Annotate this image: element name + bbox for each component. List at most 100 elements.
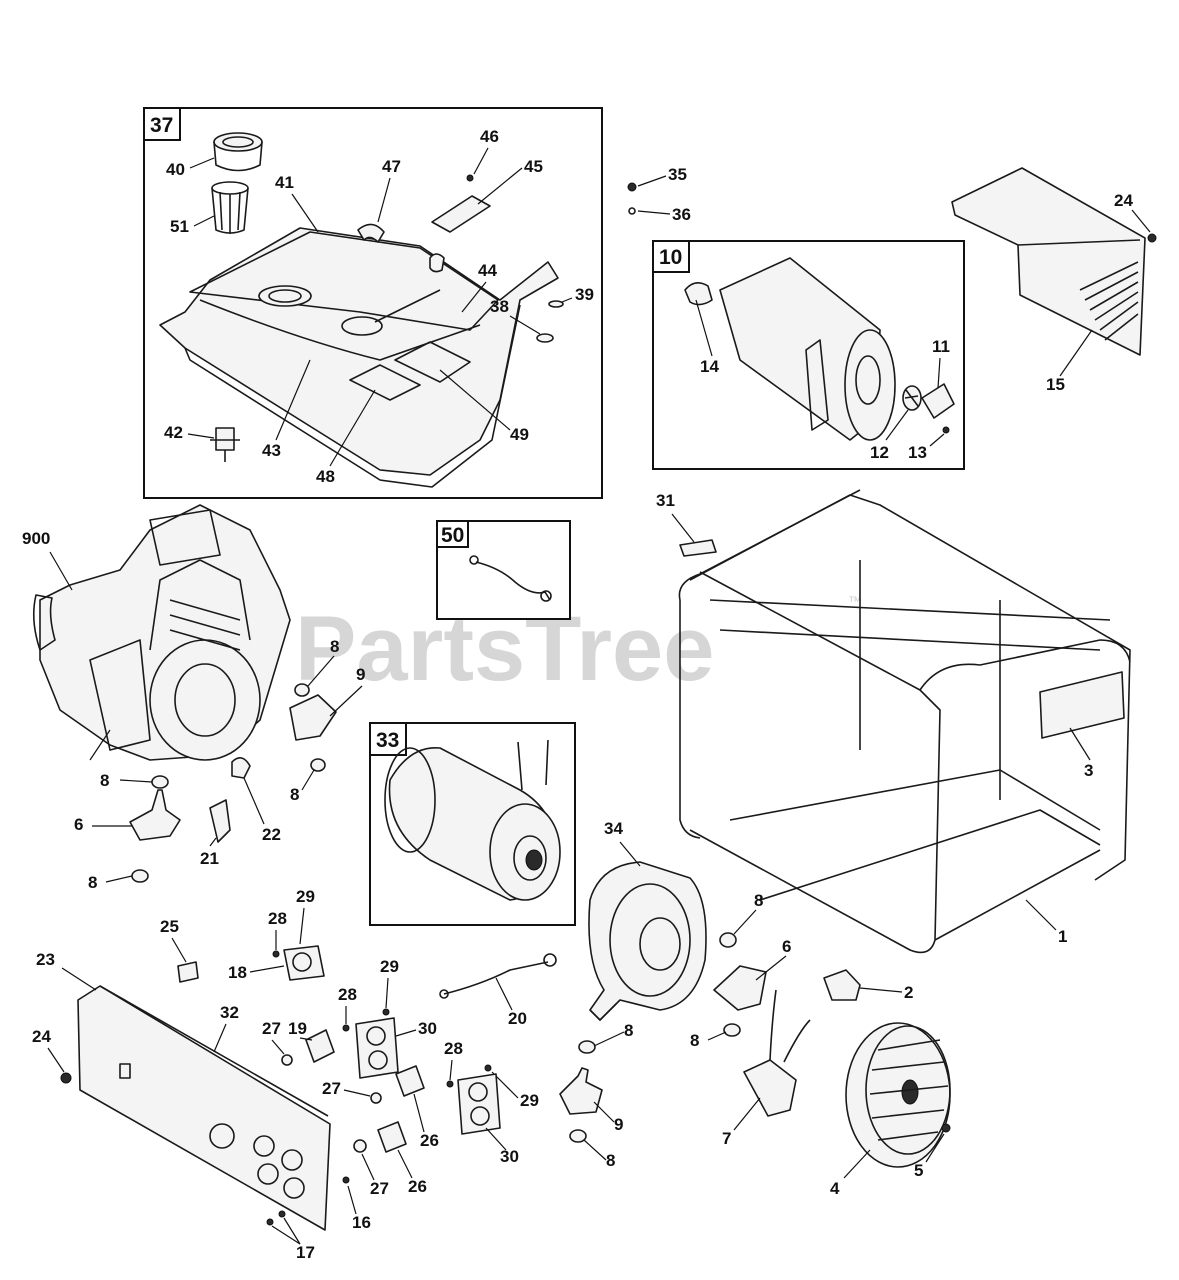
callout-1: 1 — [1058, 927, 1067, 946]
fuel-gauge — [431, 195, 491, 233]
callout-51: 51 — [170, 217, 189, 236]
callout-46: 46 — [480, 127, 499, 146]
callout-27-a: 27 — [262, 1019, 281, 1038]
nut — [719, 932, 737, 948]
callout-28-b: 28 — [338, 985, 357, 1004]
grommet — [548, 300, 564, 308]
callout-35: 35 — [668, 165, 687, 184]
switch — [177, 961, 199, 983]
callout-14: 14 — [700, 357, 719, 376]
callout-24-bottom: 24 — [32, 1027, 51, 1046]
nut — [310, 758, 326, 772]
callout-8-h: 8 — [606, 1151, 615, 1170]
mount-bracket — [289, 694, 337, 741]
screw — [278, 1210, 286, 1218]
callout-31: 31 — [656, 491, 675, 510]
callout-30-a: 30 — [418, 1019, 437, 1038]
exhaust-gasket — [684, 282, 713, 306]
voltage-regulator — [743, 989, 811, 1117]
callout-26-a: 26 — [420, 1131, 439, 1150]
fuel-strainer — [211, 181, 249, 234]
callout-8-f: 8 — [624, 1021, 633, 1040]
alternator-box-tag — [369, 722, 407, 756]
screw — [266, 1218, 274, 1226]
fuel-gauge-grommet — [429, 253, 445, 273]
mount-bracket — [559, 1067, 603, 1115]
callout-40: 40 — [166, 160, 185, 179]
callout-48: 48 — [316, 467, 335, 486]
alternator-group: 33 — [369, 722, 576, 926]
callout-23: 23 — [36, 950, 55, 969]
fuel-tank-box-label: 37 — [150, 114, 173, 137]
muffler-group: 10 14 11 12 13 — [652, 240, 965, 470]
callout-7: 7 — [722, 1129, 731, 1148]
callout-28-c: 28 — [444, 1039, 463, 1058]
fuel-cap — [213, 132, 263, 172]
spark-arrestor — [902, 385, 922, 411]
callout-19: 19 — [288, 1019, 307, 1038]
fuel-line — [475, 561, 551, 601]
circuit-breaker — [377, 1121, 407, 1153]
outlet — [283, 945, 325, 981]
bracket — [231, 757, 251, 779]
grommet — [536, 333, 554, 343]
screw — [942, 426, 950, 434]
fuel-valve — [210, 427, 240, 462]
callout-34: 34 — [604, 819, 623, 838]
muffler-guard — [951, 167, 1146, 356]
callout-29-c: 29 — [520, 1091, 539, 1110]
wheel-cover — [845, 1022, 951, 1168]
vent-hose — [357, 223, 385, 243]
callout-39: 39 — [575, 285, 594, 304]
callout-11: 11 — [932, 337, 950, 356]
frame — [678, 489, 1131, 954]
fuel-tank — [159, 227, 559, 488]
nut — [151, 775, 169, 789]
callout-25: 25 — [160, 917, 179, 936]
bolt — [627, 182, 637, 192]
muffler — [719, 257, 896, 441]
callout-21: 21 — [200, 849, 219, 868]
muffler-box-label: 10 — [659, 246, 682, 269]
callout-27-b: 27 — [322, 1079, 341, 1098]
callout-22: 22 — [262, 825, 281, 844]
callout-26-b: 26 — [408, 1177, 427, 1196]
callout-2: 2 — [904, 983, 913, 1002]
alternator-box-label: 33 — [376, 729, 399, 752]
outlet — [457, 1073, 501, 1135]
label — [679, 539, 717, 557]
callout-13: 13 — [908, 443, 927, 462]
callout-44: 44 — [478, 261, 497, 280]
callout-8-b: 8 — [290, 785, 299, 804]
callout-17: 17 — [296, 1243, 315, 1262]
callout-9-b: 9 — [614, 1115, 623, 1134]
fuel-line-box-label: 50 — [441, 524, 464, 547]
callout-29-a: 29 — [296, 887, 315, 906]
callout-27-c: 27 — [370, 1179, 389, 1198]
nut — [131, 869, 149, 883]
fuel-tank-box-tag — [143, 107, 181, 141]
callout-45: 45 — [524, 157, 543, 176]
callout-38: 38 — [490, 297, 509, 316]
screw — [1147, 233, 1157, 243]
callout-8-c: 8 — [100, 771, 109, 790]
callout-8-a: 8 — [330, 637, 339, 656]
callout-28-a: 28 — [268, 909, 287, 928]
callout-6-a: 6 — [74, 815, 83, 834]
alternator — [384, 739, 561, 901]
callout-12: 12 — [870, 443, 889, 462]
callout-18: 18 — [228, 963, 247, 982]
callout-15: 15 — [1046, 375, 1065, 394]
screw — [941, 1123, 951, 1133]
fuel-tank-group: 37 — [143, 107, 603, 499]
mount — [129, 789, 181, 841]
callout-900: 900 — [22, 529, 50, 548]
callout-6-b: 6 — [782, 937, 791, 956]
washer — [628, 207, 636, 215]
callout-8-d: 8 — [88, 873, 97, 892]
callout-30-b: 30 — [500, 1147, 519, 1166]
circuit-breaker — [305, 1029, 335, 1063]
callout-8-e: 8 — [754, 891, 763, 910]
callout-41: 41 — [275, 173, 294, 192]
